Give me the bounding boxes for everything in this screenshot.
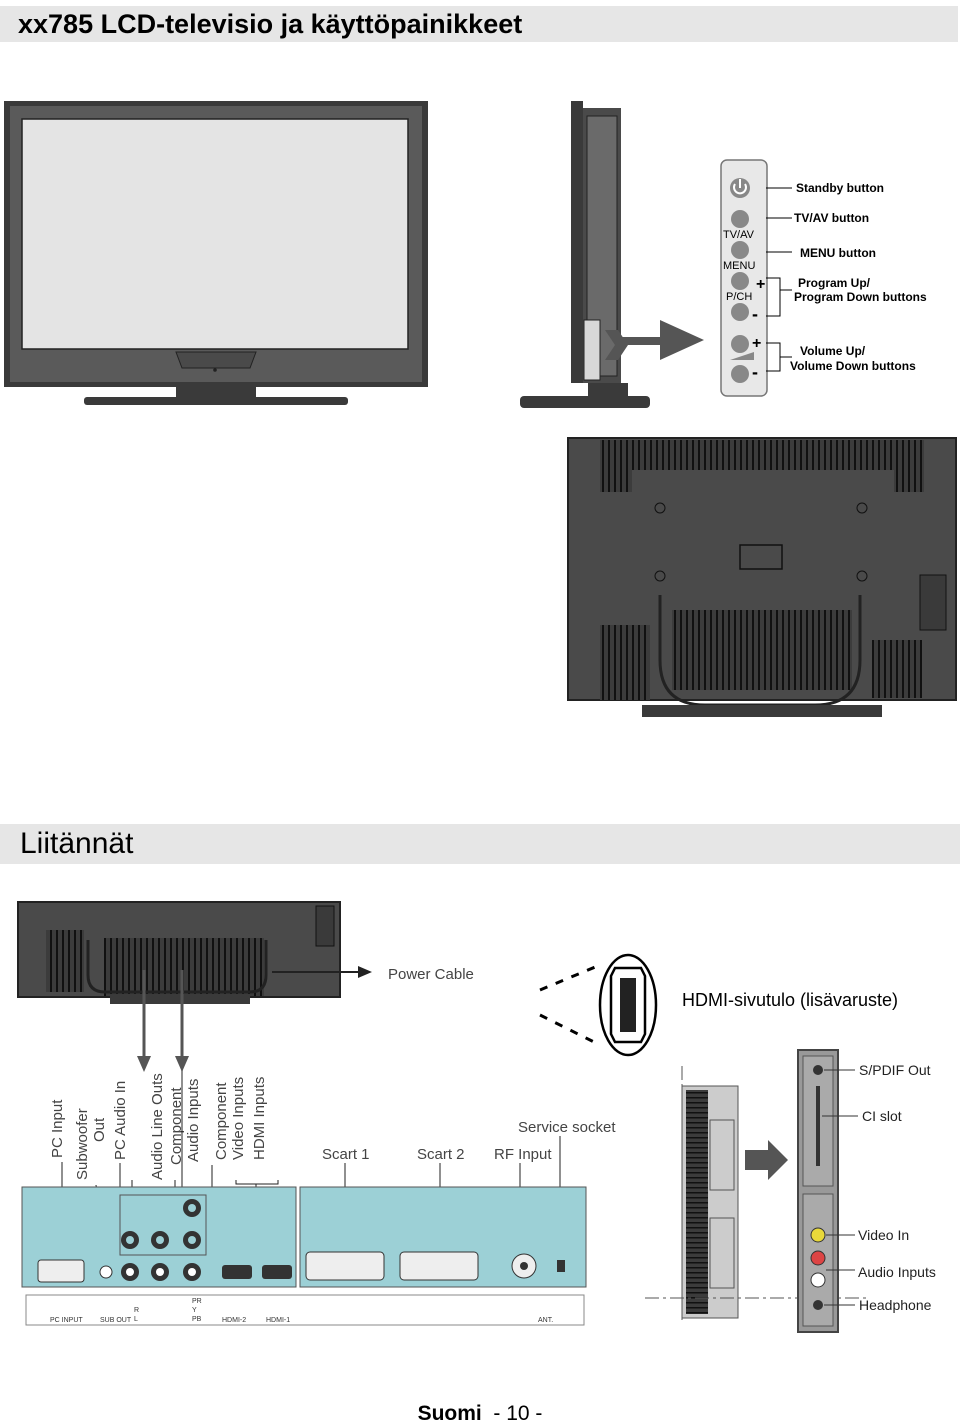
panel-menu-label: MENU — [723, 260, 755, 272]
label-comp-audio-1: Component — [168, 1087, 185, 1165]
volume-up-key — [731, 335, 749, 353]
tv-front-view — [4, 101, 428, 405]
hdmi2-port-icon — [222, 1265, 252, 1279]
footer-page-number: - 10 - — [493, 1402, 543, 1425]
headphone-port-icon — [813, 1300, 823, 1310]
label-comp-audio-2: Audio Inputs — [185, 1079, 202, 1162]
rear-overview — [17, 901, 341, 1004]
print-ant: ANT. — [538, 1317, 553, 1324]
scart1-port-icon — [305, 1251, 385, 1281]
panel-tvav-label: TV/AV — [723, 229, 755, 241]
label-pc-input: PC Input — [49, 1099, 66, 1158]
audio-in-white-port-icon — [810, 1272, 826, 1288]
label-audio-inputs: Audio Inputs — [858, 1264, 936, 1280]
callout-tvav: TV/AV button — [794, 211, 869, 225]
label-comp-video-1: Component — [213, 1082, 230, 1160]
scart2-port-icon — [399, 1251, 479, 1281]
arrow-to-panel-icon — [620, 320, 704, 360]
hdmi-side-zoom — [539, 953, 658, 1057]
callout-menu: MENU button — [800, 246, 876, 260]
label-scart1: Scart 1 — [322, 1146, 370, 1163]
page-footer: Suomi - 10 - — [0, 1402, 960, 1426]
print-hdmi1: HDMI-1 — [266, 1317, 290, 1324]
label-subwoofer-2: Out — [91, 1117, 108, 1142]
tv-side-view — [520, 101, 650, 408]
svg-text:-: - — [752, 362, 758, 382]
hdmi1-port-icon — [262, 1265, 292, 1279]
section-bar — [0, 824, 960, 864]
pch-up-key — [731, 272, 749, 290]
label-service-socket: Service socket — [518, 1119, 616, 1136]
volume-down-key — [731, 365, 749, 383]
svg-text:+: + — [752, 335, 761, 352]
callout-program-2: Program Down buttons — [794, 290, 927, 304]
page-title: xx785 LCD-televisio ja käyttöpainikkeet — [18, 9, 523, 39]
print-hdmi2: HDMI-2 — [222, 1317, 246, 1324]
print-y: Y — [192, 1307, 197, 1314]
label-hdmi-inputs: HDMI Inputs — [251, 1077, 268, 1160]
power-cable-label: Power Cable — [388, 966, 474, 983]
side-zoom-arrow-icon — [745, 1140, 788, 1180]
label-scart2: Scart 2 — [417, 1146, 465, 1163]
menu-key — [731, 241, 749, 259]
label-video-in: Video In — [858, 1227, 909, 1243]
pch-down-key — [731, 303, 749, 321]
label-subwoofer-1: Subwoofer — [74, 1108, 91, 1180]
label-ci-slot: CI slot — [862, 1108, 902, 1124]
vga-port-icon — [37, 1259, 85, 1283]
label-audio-line-outs: Audio Line Outs — [149, 1073, 166, 1180]
label-rf-input: RF Input — [494, 1146, 552, 1163]
label-pc-audio-in: PC Audio In — [112, 1081, 129, 1160]
header-bar — [0, 6, 958, 42]
print-pr: PR — [192, 1298, 202, 1305]
print-pc-input: PC INPUT — [50, 1317, 83, 1324]
print-sub-out: SUB OUT — [100, 1317, 132, 1324]
callout-volume-2: Volume Down buttons — [790, 359, 916, 373]
footer-language: Suomi — [417, 1402, 482, 1425]
label-headphone: Headphone — [859, 1297, 932, 1313]
callout-standby: Standby button — [796, 181, 884, 195]
tv-rear-view — [567, 437, 957, 717]
ci-slot-icon — [816, 1086, 820, 1166]
hdmi-side-label: HDMI-sivutulo (lisävaruste) — [682, 990, 898, 1010]
section-title: Liitännät — [20, 827, 134, 860]
side-leader-lines — [822, 1069, 858, 1306]
rear-connection-panel — [21, 1186, 587, 1326]
label-spdif-out: S/PDIF Out — [859, 1062, 931, 1078]
power-cable-arrow-icon — [272, 966, 372, 978]
tvav-key — [731, 210, 749, 228]
callout-lines — [766, 187, 792, 372]
control-panel: + - + - — [720, 159, 768, 397]
volume-wedge-icon — [730, 352, 754, 360]
audio-in-red-port-icon — [810, 1250, 826, 1266]
print-r: R — [134, 1307, 139, 1314]
pointer-arrows — [142, 970, 184, 1060]
video-in-port-icon — [810, 1227, 826, 1243]
svg-text:+: + — [756, 276, 765, 293]
service-socket-icon — [557, 1260, 565, 1272]
callout-program-1: Program Up/ — [798, 276, 871, 290]
spdif-port-icon — [813, 1065, 823, 1075]
print-pb: PB — [192, 1316, 202, 1323]
print-l: L — [134, 1316, 138, 1323]
subwoofer-jack-icon — [99, 1265, 113, 1279]
label-comp-video-2: Video Inputs — [230, 1077, 247, 1160]
panel-pch-label: P/CH — [726, 291, 752, 303]
callout-volume-1: Volume Up/ — [800, 344, 866, 358]
svg-text:-: - — [752, 304, 758, 324]
side-panel-closeup — [645, 1049, 868, 1333]
